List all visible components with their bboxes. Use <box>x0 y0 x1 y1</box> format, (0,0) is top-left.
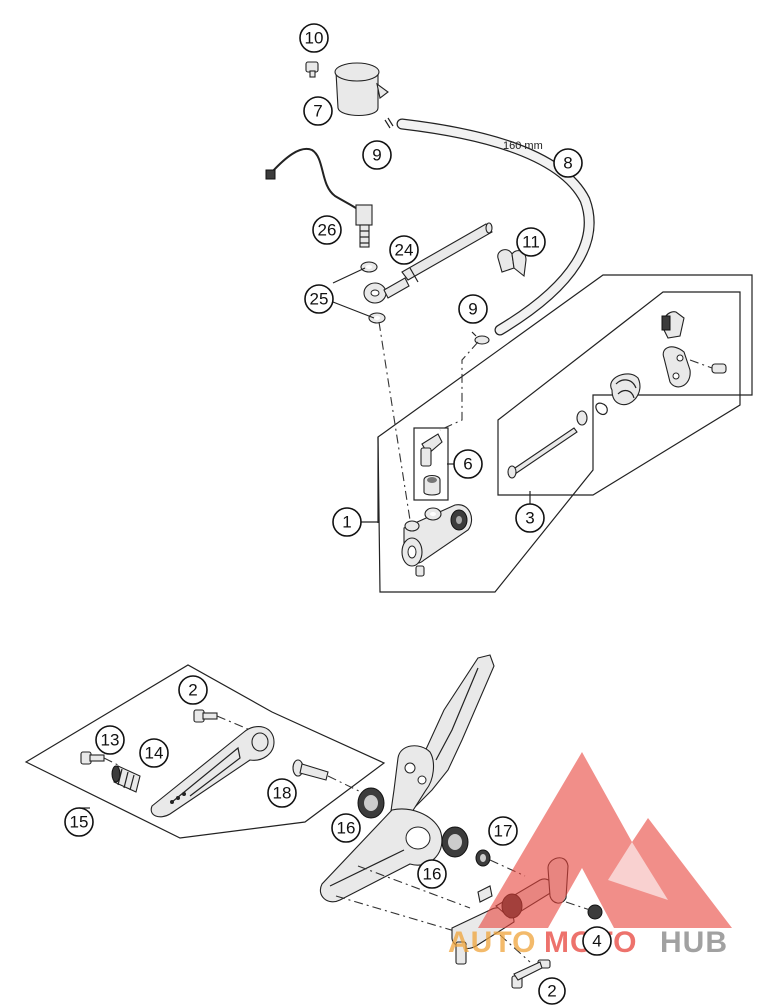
bolt-13 <box>80 751 105 765</box>
svg-text:7: 7 <box>313 102 322 121</box>
bolt-2-bottom <box>511 959 551 989</box>
callout-2-top: 2 <box>178 675 208 705</box>
hose-fitting <box>420 433 443 496</box>
callout-25: 25 <box>304 284 334 314</box>
svg-text:16: 16 <box>423 865 442 884</box>
svg-text:1: 1 <box>342 513 351 532</box>
watermark-logo <box>478 752 732 928</box>
hose-clamp-top <box>384 117 394 129</box>
svg-text:9: 9 <box>372 146 381 165</box>
callout-2-bottom: 2 <box>538 977 566 1005</box>
watermark-word-hub: HUB <box>660 926 728 959</box>
watermark-word-auto: AUTO <box>448 926 536 959</box>
callout-9-top: 9 <box>362 140 392 170</box>
callout-6: 6 <box>453 449 483 479</box>
assembly-frame-1 <box>377 274 753 593</box>
push-rod <box>507 427 578 479</box>
gear-shift-lever <box>150 726 275 818</box>
svg-text:9: 9 <box>468 300 477 319</box>
svg-text:8: 8 <box>563 154 572 173</box>
callout-8: 8 <box>553 148 583 178</box>
callout-26: 26 <box>312 215 342 245</box>
repair-kit-seals <box>576 311 727 426</box>
callout-17: 17 <box>488 816 518 846</box>
callout-14: 14 <box>139 738 169 768</box>
svg-text:18: 18 <box>273 784 292 803</box>
callout-1: 1 <box>332 507 362 537</box>
master-cylinder <box>401 504 473 577</box>
bearing-16-lower <box>441 826 469 858</box>
callout-10: 10 <box>299 23 329 53</box>
assembly-frame-3 <box>497 291 741 496</box>
callout-13: 13 <box>95 725 125 755</box>
fluid-reservoir <box>334 62 389 117</box>
hose-length-label: 160 mm <box>503 140 543 152</box>
screw-10 <box>305 61 319 78</box>
callout-11: 11 <box>516 227 546 257</box>
leader-banjo <box>378 321 411 521</box>
hose-clamp-lower <box>471 331 490 345</box>
callout-24: 24 <box>389 235 419 265</box>
banjo-fitting <box>363 277 410 304</box>
callout-4: 4 <box>582 926 612 956</box>
svg-text:24: 24 <box>395 241 414 260</box>
footrest-bracket <box>320 654 495 903</box>
svg-text:10: 10 <box>305 29 324 48</box>
svg-text:14: 14 <box>145 744 164 763</box>
svg-text:3: 3 <box>525 509 534 528</box>
svg-text:13: 13 <box>101 731 120 750</box>
assembly-frame-15 <box>24 664 386 839</box>
callout-9-lower: 9 <box>458 294 488 324</box>
svg-text:16: 16 <box>337 819 356 838</box>
hose-clip <box>497 249 527 278</box>
svg-text:17: 17 <box>494 822 513 841</box>
callout-15: 15 <box>64 807 94 837</box>
bolt-2-top <box>193 709 218 723</box>
leader-25 <box>332 267 375 319</box>
svg-text:26: 26 <box>318 221 337 240</box>
sensor-plug <box>265 169 276 180</box>
steel-brake-line <box>401 222 493 283</box>
shift-rubber <box>111 765 141 793</box>
sensor-cable <box>271 147 363 213</box>
svg-text:2: 2 <box>547 982 556 1001</box>
callout-16-upper: 16 <box>331 813 361 843</box>
svg-text:4: 4 <box>592 932 601 951</box>
brake-light-switch <box>355 204 373 248</box>
leader-hose <box>439 341 479 431</box>
callout-16-lower: 16 <box>417 859 447 889</box>
callout-7: 7 <box>303 96 333 126</box>
bearing-16-upper <box>357 787 385 819</box>
svg-text:6: 6 <box>463 455 472 474</box>
svg-text:15: 15 <box>70 813 89 832</box>
leader-1 <box>361 437 379 523</box>
callout-3: 3 <box>515 503 545 533</box>
svg-text:2: 2 <box>188 681 197 700</box>
nut-4 <box>587 904 603 920</box>
svg-text:11: 11 <box>522 233 540 252</box>
svg-text:25: 25 <box>310 290 329 309</box>
callout-18: 18 <box>267 778 297 808</box>
pivot-bolt-18 <box>292 759 329 781</box>
